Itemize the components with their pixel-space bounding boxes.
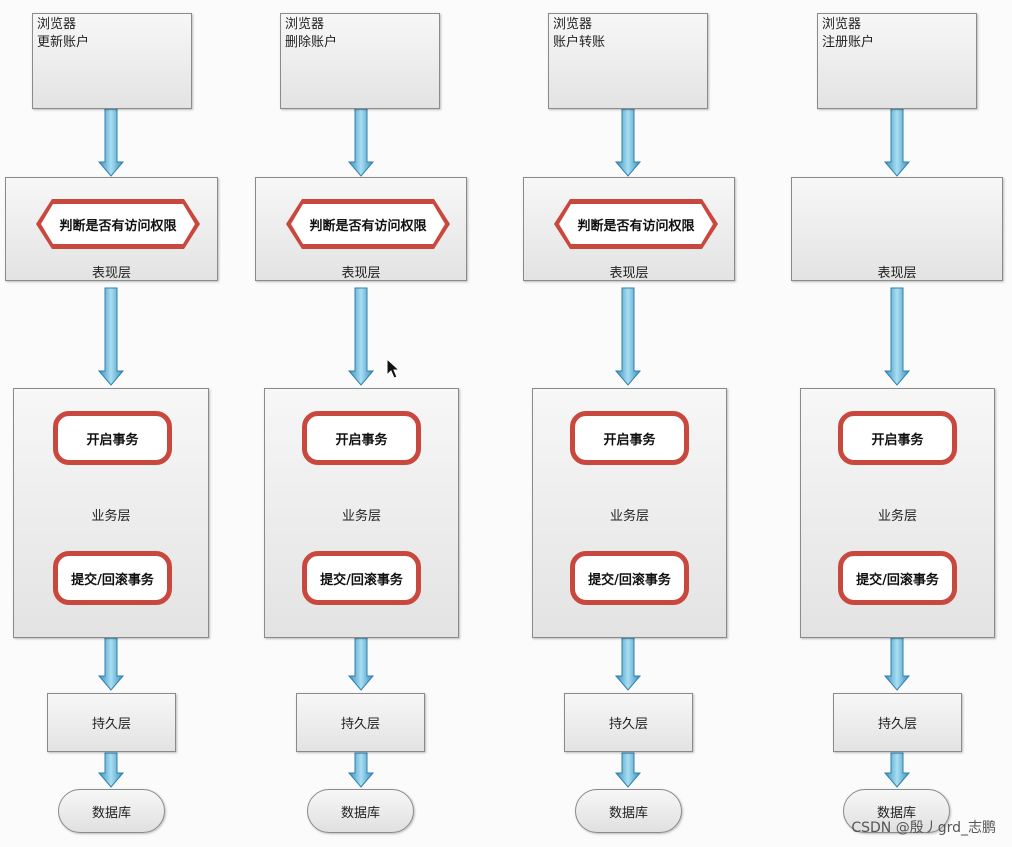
down-arrow-icon bbox=[97, 752, 125, 788]
down-arrow-icon bbox=[347, 108, 375, 177]
down-arrow-icon bbox=[883, 752, 911, 788]
commit-rollback-label: 提交/回滚事务 bbox=[838, 551, 957, 605]
commit-rollback-label: 提交/回滚事务 bbox=[302, 551, 421, 605]
browser-title: 浏览器 bbox=[37, 17, 77, 32]
presentation-layer-box-3: 判断是否有访问权限 表现层 bbox=[523, 177, 735, 281]
access-check-label: 判断是否有访问权限 bbox=[559, 204, 713, 244]
down-arrow-icon bbox=[883, 637, 911, 691]
browser-action: 更新账户 bbox=[37, 35, 90, 50]
business-layer-box-2: 开启事务 业务层 提交/回滚事务 bbox=[264, 388, 459, 638]
down-arrow-icon bbox=[97, 637, 125, 691]
database-label: 数据库 bbox=[340, 805, 380, 821]
browser-box-1: 浏览器 更新账户 bbox=[32, 13, 192, 109]
business-layer-box-1: 开启事务 业务层 提交/回滚事务 bbox=[13, 388, 209, 638]
database-node-4: 数据库 bbox=[843, 789, 950, 833]
presentation-layer-label: 表现层 bbox=[609, 266, 649, 281]
browser-box-2: 浏览器 删除账户 bbox=[280, 13, 440, 109]
presentation-layer-box-4: 表现层 bbox=[791, 177, 1003, 281]
browser-action: 账户转账 bbox=[553, 35, 606, 50]
database-node-3: 数据库 bbox=[575, 789, 682, 833]
browser-action: 注册账户 bbox=[822, 35, 875, 50]
access-check-highlight: 判断是否有访问权限 bbox=[286, 199, 450, 249]
persistence-layer-label: 持久层 bbox=[877, 717, 917, 732]
presentation-layer-label: 表现层 bbox=[91, 266, 131, 281]
database-node-2: 数据库 bbox=[307, 789, 414, 833]
business-layer-label: 业务层 bbox=[609, 509, 649, 524]
browser-title: 浏览器 bbox=[822, 17, 862, 32]
presentation-layer-label: 表现层 bbox=[341, 266, 381, 281]
business-layer-label: 业务层 bbox=[341, 509, 381, 524]
access-check-highlight: 判断是否有访问权限 bbox=[554, 199, 718, 249]
browser-box-3: 浏览器 账户转账 bbox=[548, 13, 708, 109]
down-arrow-icon bbox=[614, 287, 642, 386]
down-arrow-icon bbox=[883, 108, 911, 177]
business-layer-box-3: 开启事务 业务层 提交/回滚事务 bbox=[532, 388, 727, 638]
watermark: CSDN @殷丿grd_志鹏 bbox=[851, 820, 996, 836]
mouse-cursor-icon bbox=[386, 358, 400, 379]
browser-title: 浏览器 bbox=[285, 17, 325, 32]
down-arrow-icon bbox=[614, 108, 642, 177]
business-layer-label: 业务层 bbox=[877, 509, 917, 524]
presentation-layer-label: 表现层 bbox=[877, 266, 917, 281]
browser-title: 浏览器 bbox=[553, 17, 593, 32]
persistence-layer-label: 持久层 bbox=[608, 717, 648, 732]
browser-action: 删除账户 bbox=[285, 35, 338, 50]
presentation-layer-box-2: 判断是否有访问权限 表现层 bbox=[255, 177, 467, 281]
database-label: 数据库 bbox=[91, 805, 131, 821]
start-transaction-label: 开启事务 bbox=[838, 411, 957, 465]
persistence-layer-label: 持久层 bbox=[340, 717, 380, 732]
start-transaction-label: 开启事务 bbox=[302, 411, 421, 465]
down-arrow-icon bbox=[614, 637, 642, 691]
down-arrow-icon bbox=[97, 287, 125, 386]
business-layer-box-4: 开启事务 业务层 提交/回滚事务 bbox=[800, 388, 995, 638]
business-layer-label: 业务层 bbox=[91, 509, 131, 524]
down-arrow-icon bbox=[97, 108, 125, 177]
commit-rollback-label: 提交/回滚事务 bbox=[570, 551, 689, 605]
database-label: 数据库 bbox=[876, 805, 916, 821]
access-check-label: 判断是否有访问权限 bbox=[291, 204, 445, 244]
persistence-layer-box-3: 持久层 bbox=[564, 693, 693, 752]
persistence-layer-box-2: 持久层 bbox=[296, 693, 425, 752]
persistence-layer-box-4: 持久层 bbox=[833, 693, 962, 752]
start-transaction-label: 开启事务 bbox=[570, 411, 689, 465]
access-check-highlight: 判断是否有访问权限 bbox=[36, 199, 200, 249]
down-arrow-icon bbox=[883, 287, 911, 386]
presentation-layer-box-1: 判断是否有访问权限 表现层 bbox=[5, 177, 218, 281]
down-arrow-icon bbox=[347, 287, 375, 386]
database-node-1: 数据库 bbox=[58, 789, 165, 833]
access-check-label: 判断是否有访问权限 bbox=[41, 204, 195, 244]
database-label: 数据库 bbox=[608, 805, 648, 821]
persistence-layer-box-1: 持久层 bbox=[47, 693, 176, 752]
start-transaction-label: 开启事务 bbox=[53, 411, 172, 465]
down-arrow-icon bbox=[614, 752, 642, 788]
persistence-layer-label: 持久层 bbox=[91, 717, 131, 732]
down-arrow-icon bbox=[347, 637, 375, 691]
commit-rollback-label: 提交/回滚事务 bbox=[53, 551, 172, 605]
down-arrow-icon bbox=[347, 752, 375, 788]
browser-box-4: 浏览器 注册账户 bbox=[817, 13, 977, 109]
